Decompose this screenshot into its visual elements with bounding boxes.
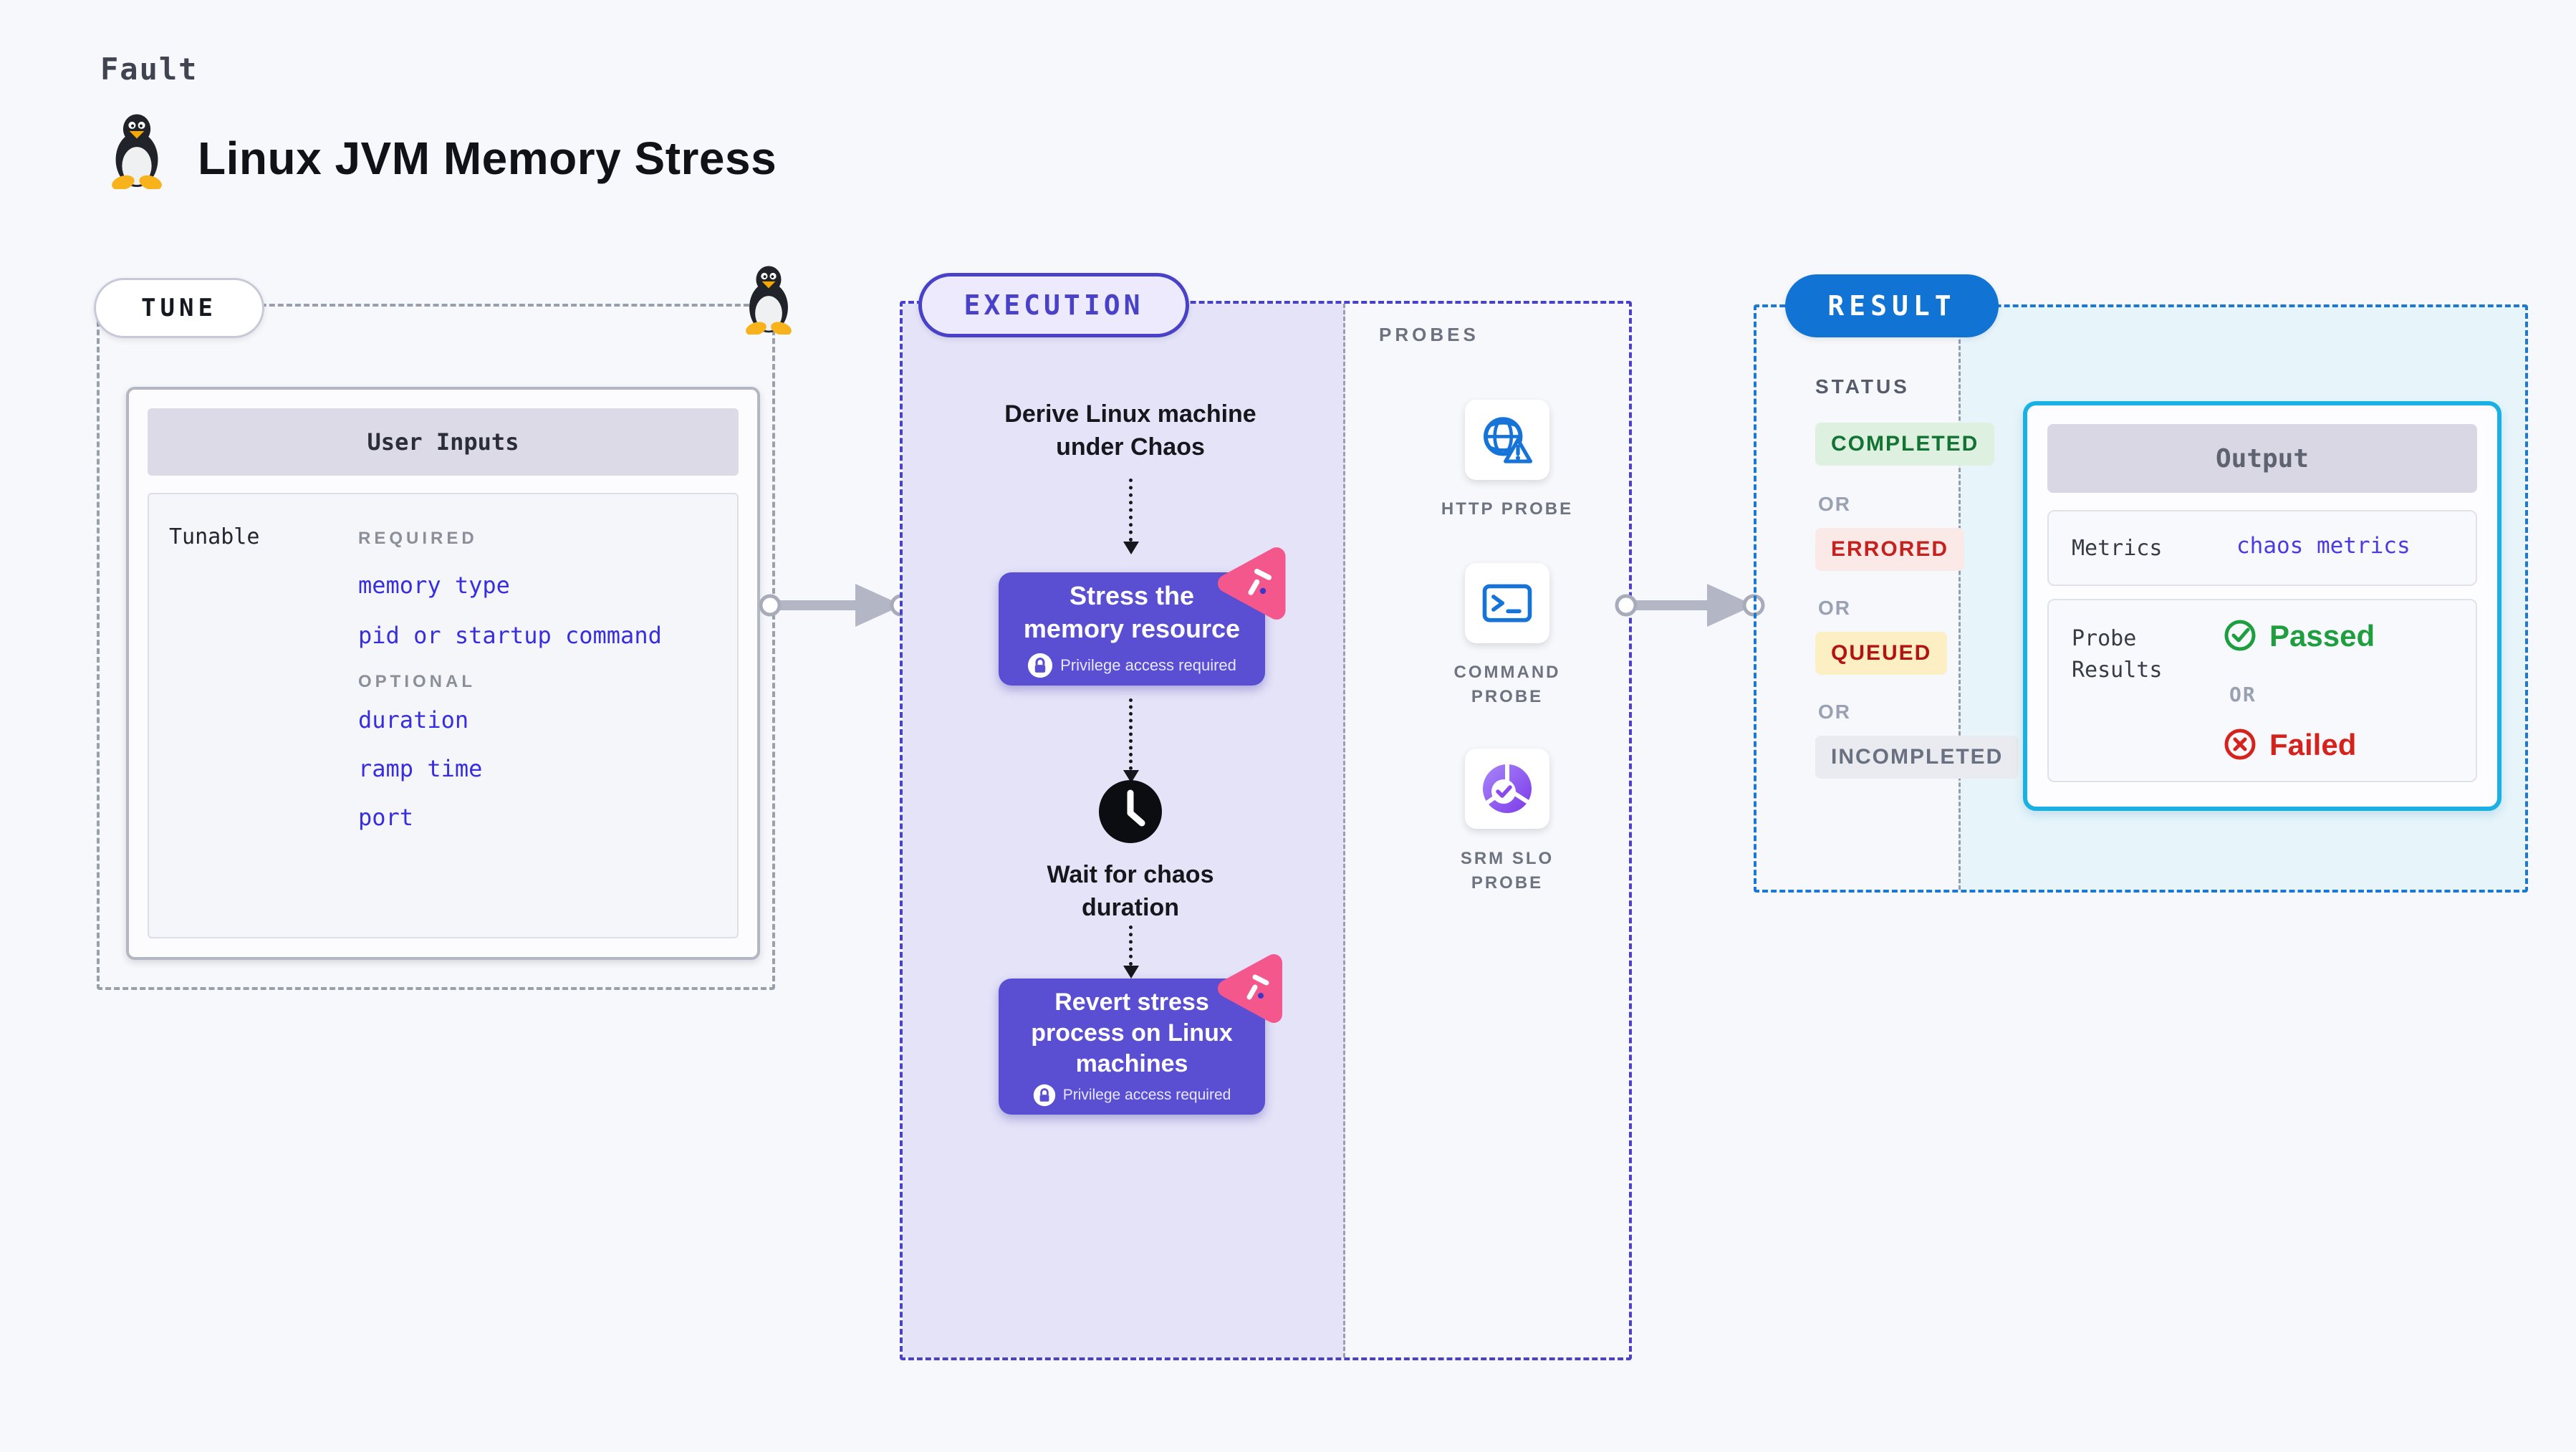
- step-connector: [1129, 698, 1133, 770]
- command-probe-card[interactable]: [1465, 563, 1549, 643]
- passed-label: Passed: [2269, 619, 2375, 653]
- user-inputs-card: User Inputs Tunable REQUIRED memory type…: [126, 387, 760, 960]
- or-label: OR: [1818, 597, 1851, 619]
- privilege-note: Privilege access required: [1062, 1086, 1231, 1103]
- http-probe-label: HTTP PROBE: [1441, 499, 1574, 519]
- user-inputs-title: User Inputs: [367, 428, 519, 456]
- status-badge-errored: ERRORED: [1815, 528, 1965, 571]
- stress-step-title: Stress the memory resource: [1023, 581, 1241, 643]
- metrics-label: Metrics: [2072, 536, 2163, 561]
- status-badge-completed: COMPLETED: [1815, 423, 1995, 466]
- chaos-badge-icon: [1218, 546, 1293, 621]
- input-link-port[interactable]: port: [358, 804, 414, 831]
- tux-icon: [110, 114, 164, 189]
- step-connector-arrowhead: [1123, 770, 1139, 783]
- optional-label: OPTIONAL: [358, 672, 476, 691]
- step-connector-arrowhead: [1123, 966, 1139, 979]
- chaos-metrics-link[interactable]: chaos metrics: [2236, 533, 2411, 559]
- input-link-ramp-time[interactable]: ramp time: [358, 755, 483, 782]
- failed-label: Failed: [2269, 728, 2357, 761]
- page-title: Linux JVM Memory Stress: [198, 133, 777, 184]
- result-badge: RESULT: [1785, 274, 1999, 337]
- slo-pie-check-icon: [1483, 763, 1532, 813]
- step-connector: [1129, 479, 1133, 542]
- input-link-duration[interactable]: duration: [358, 706, 469, 734]
- revert-step-title: Revert stress process on Linux machines: [1031, 988, 1233, 1077]
- revert-stress-step[interactable]: Revert stress process on Linux machines …: [999, 979, 1265, 1115]
- status-badge-queued: QUEUED: [1815, 632, 1948, 675]
- tux-icon: [744, 266, 794, 335]
- status-badge-incompleted: INCOMPLETED: [1815, 736, 2019, 779]
- result-badge-label: RESULT: [1827, 290, 1956, 322]
- step-connector-arrowhead: [1123, 542, 1139, 554]
- tunable-label: Tunable: [169, 524, 260, 549]
- tune-to-execution-arrow: [759, 584, 913, 627]
- user-inputs-body: Tunable REQUIRED memory type pid or star…: [148, 493, 739, 938]
- execution-badge-label: EXECUTION: [963, 289, 1144, 321]
- command-probe-label: COMMAND PROBE: [1453, 663, 1561, 706]
- step-wait-text: Wait for chaos duration: [1047, 861, 1214, 921]
- output-header: Output: [2047, 424, 2477, 493]
- probe-results-row: Probe Results Passed OR Failed: [2047, 599, 2477, 782]
- user-inputs-header: User Inputs: [148, 408, 739, 476]
- output-title: Output: [2215, 443, 2310, 473]
- probe-results-label: Probe Results: [2072, 626, 2163, 683]
- or-label: OR: [2229, 683, 2257, 706]
- output-card: Output Metrics chaos metrics Probe Resul…: [2023, 401, 2501, 811]
- execution-badge: EXECUTION: [918, 273, 1189, 337]
- input-link-pid-or-startup-command[interactable]: pid or startup command: [358, 622, 662, 649]
- terminal-icon: [1482, 584, 1532, 622]
- status-label: STATUS: [1815, 375, 1910, 398]
- check-circle-icon: [2224, 620, 2256, 651]
- srm-slo-probe-label: SRM SLO PROBE: [1460, 849, 1554, 893]
- globe-warning-icon: [1484, 417, 1532, 463]
- input-link-memory-type[interactable]: memory type: [358, 572, 510, 599]
- or-label: OR: [1818, 701, 1851, 723]
- probes-label: PROBES: [1379, 324, 1479, 345]
- tune-section: [97, 304, 775, 990]
- stress-memory-step[interactable]: Stress the memory resource Privilege acc…: [999, 572, 1265, 686]
- x-circle-icon: [2224, 729, 2256, 760]
- step-connector: [1129, 925, 1133, 966]
- required-label: REQUIRED: [358, 529, 478, 548]
- lock-icon: [1027, 653, 1054, 678]
- fault-kicker: Fault: [100, 52, 198, 87]
- srm-slo-probe-card[interactable]: [1465, 749, 1549, 829]
- step-derive-text: Derive Linux machine under Chaos: [1004, 400, 1256, 461]
- metrics-row: Metrics chaos metrics: [2047, 510, 2477, 586]
- clock-icon: [1099, 780, 1162, 843]
- privilege-note: Privilege access required: [1060, 656, 1236, 674]
- or-label: OR: [1818, 493, 1851, 515]
- http-probe-card[interactable]: [1465, 400, 1549, 480]
- lock-icon: [1032, 1083, 1056, 1107]
- chaos-badge-icon: [1218, 953, 1289, 1024]
- tune-badge-label: TUNE: [141, 294, 217, 322]
- execution-to-result-arrow: [1615, 584, 1765, 627]
- tune-badge: TUNE: [94, 278, 264, 338]
